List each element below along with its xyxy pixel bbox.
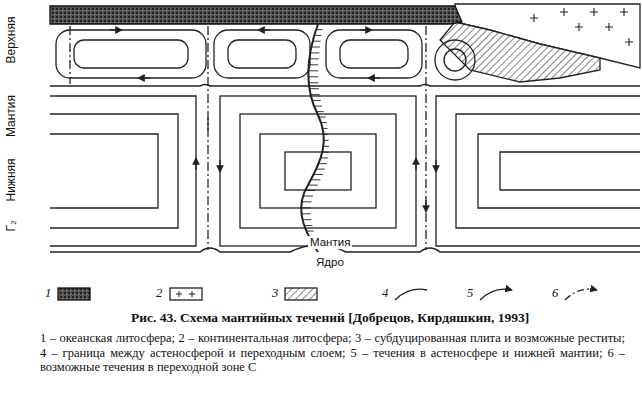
legend-number: 2 <box>156 287 162 301</box>
figure-caption: Рис. 43. Схема мантийных течений [Добрец… <box>131 311 529 326</box>
layer-label: Мантия <box>5 95 18 137</box>
legend-number: 1 <box>45 287 51 301</box>
legend-number: 4 <box>382 287 388 301</box>
boundary-label: Г₂ <box>5 220 18 231</box>
layer-label: Верхняя <box>5 17 18 64</box>
layer-label: Мантия <box>308 236 352 249</box>
legend-number: 6 <box>552 287 558 301</box>
layer-label: Ядро <box>314 256 346 269</box>
layer-label: Нижняя <box>5 158 18 201</box>
legend-number: 3 <box>272 287 278 301</box>
legend-number: 5 <box>467 287 473 301</box>
legend-explanation: 1 – океанская литосфера; 2 – континентал… <box>40 331 625 375</box>
